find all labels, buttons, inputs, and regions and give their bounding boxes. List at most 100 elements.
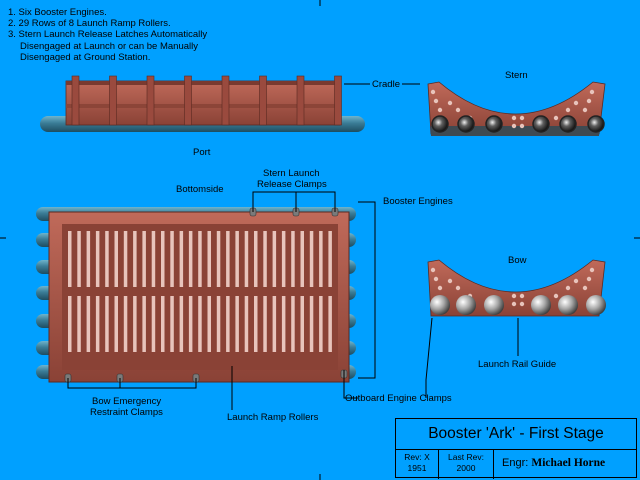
notes-list: 1. Six Booster Engines. 2. 29 Rows of 8 …: [8, 7, 207, 63]
roller-bar: [95, 231, 100, 287]
plate-hole: [582, 107, 588, 113]
plate-hole: [586, 98, 592, 104]
plate-hole: [447, 100, 453, 106]
engr-name: Michael Horne: [531, 457, 606, 469]
roller-bar: [188, 231, 193, 287]
roller-bar: [142, 296, 146, 352]
stern-engine-bar: [431, 126, 599, 136]
roller-bar: [95, 296, 100, 352]
roller-bar: [244, 231, 249, 287]
roller-bar: [105, 231, 109, 287]
roller-bar: [328, 296, 332, 352]
roller-bar: [86, 296, 91, 352]
roller-bar: [254, 231, 258, 287]
port-view: [40, 75, 365, 132]
roller-bar: [207, 296, 211, 352]
roller-bar: [309, 231, 314, 287]
plate-hole: [519, 123, 525, 129]
roller-bar: [235, 296, 239, 352]
rev-label: Rev: X: [404, 452, 430, 462]
engine-nosecone: [430, 295, 450, 315]
roller-bar: [244, 296, 249, 352]
last-rev-label: Last Rev:: [448, 452, 484, 462]
engine-nosecone: [456, 295, 476, 315]
roller-bar: [328, 231, 332, 287]
plate-hole: [589, 267, 595, 273]
note-3-cont-1: Disengaged at Launch or can be Manually: [20, 40, 198, 52]
engine-nozzle: [431, 115, 449, 133]
roller-bar: [291, 296, 295, 352]
roller-bar: [198, 231, 202, 287]
cradle-rib: [184, 75, 192, 126]
roller-bar: [114, 296, 118, 352]
rev-year: 1951: [407, 463, 427, 473]
plate-hole: [565, 285, 571, 291]
plate-hole: [511, 301, 517, 307]
engine-nozzle: [485, 115, 503, 133]
roller-bar: [161, 296, 165, 352]
roller-bar: [123, 231, 128, 287]
label-bow-emergency-1: Bow Emergency: [92, 396, 162, 407]
engine-nozzle: [457, 115, 475, 133]
bow-engine-nosecones: [430, 295, 606, 315]
plate-hole: [589, 89, 595, 95]
plate-hole: [511, 115, 517, 121]
roller-bar: [272, 231, 277, 287]
roller-bar: [68, 231, 72, 287]
roller-bar: [272, 296, 277, 352]
roller-bar: [226, 231, 230, 287]
label-bottomside: Bottomside: [176, 184, 224, 195]
bottomside-view: [36, 207, 356, 383]
roller-bar: [226, 296, 230, 352]
roller-bar: [235, 231, 239, 287]
label-stern-clamps-1: Stern Launch: [263, 168, 320, 179]
title-block: Booster 'Ark' - First Stage Rev: X 1951 …: [395, 418, 637, 479]
roller-bar: [133, 296, 137, 352]
label-stern-clamps-2: Release Clamps: [257, 179, 327, 190]
plate-hole: [437, 107, 443, 113]
roller-bar: [216, 231, 221, 287]
roller-bar: [179, 296, 184, 352]
bow-plate: [427, 259, 606, 317]
roller-bar: [263, 231, 267, 287]
roller-bar: [68, 296, 72, 352]
bow-view: [427, 259, 606, 326]
roller-bar: [142, 231, 146, 287]
roller-bar: [105, 296, 109, 352]
roller-bar: [188, 296, 193, 352]
note-3: 3. Stern Launch Release Latches Automati…: [8, 29, 208, 41]
roller-bar: [170, 231, 174, 287]
last-revision-cell: Last Rev: 2000: [439, 450, 494, 479]
note-2: 2. 29 Rows of 8 Launch Ramp Rollers.: [8, 18, 171, 30]
revision-cell: Rev: X 1951: [396, 450, 439, 479]
cradle-rib: [109, 75, 117, 126]
plate-hole: [565, 107, 571, 113]
roller-bar: [179, 231, 184, 287]
stern-holes: [430, 89, 595, 129]
plate-hole: [433, 98, 439, 104]
label-bow: Bow: [508, 255, 527, 266]
cradle-rib: [146, 75, 155, 126]
engine-nosecone: [484, 295, 504, 315]
cradle-rib: [334, 75, 342, 126]
stern-nozzles: [431, 115, 605, 133]
plate-hole: [573, 278, 579, 284]
engr-label: Engr:: [502, 457, 529, 469]
plate-hole: [519, 293, 525, 299]
label-cradle: Cradle: [372, 79, 400, 90]
roller-bar: [161, 231, 165, 287]
roller-bar: [114, 231, 118, 287]
drawing-title: Booster 'Ark' - First Stage: [396, 419, 636, 450]
roller-bar: [300, 296, 304, 352]
cradle-rib: [259, 75, 267, 126]
plate-hole: [511, 123, 517, 129]
label-launch-ramp-rollers: Launch Ramp Rollers: [227, 412, 319, 423]
plate-hole: [433, 276, 439, 282]
roller-bar: [309, 296, 314, 352]
leader-lines: [67, 83, 519, 410]
plate-hole: [519, 301, 525, 307]
plate-hole: [430, 267, 436, 273]
roller-bar: [300, 231, 304, 287]
